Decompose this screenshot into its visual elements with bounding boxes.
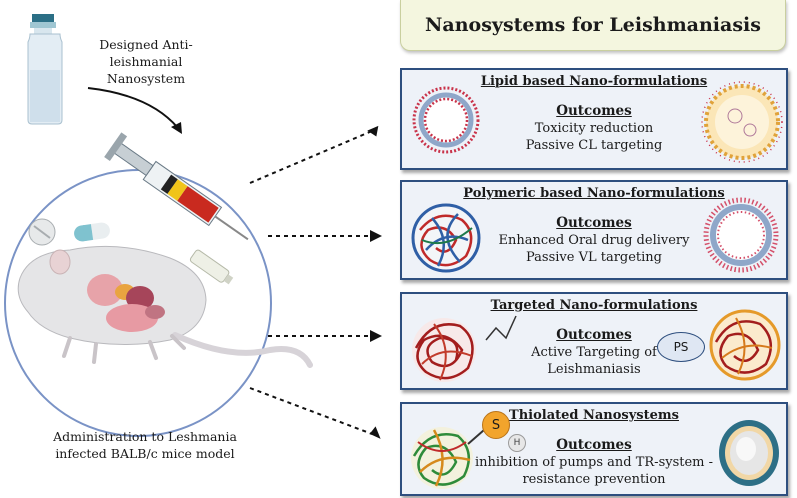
card-title: Targeted Nano-formulations bbox=[490, 298, 698, 313]
solid-lipid-nanoparticle-icon bbox=[701, 81, 783, 163]
card-targeted-nanoformulations: Targeted Nano-formulations Outcomes Acti… bbox=[400, 292, 788, 390]
sulfur-badge: S bbox=[482, 411, 510, 439]
cream-tube-icon bbox=[189, 249, 234, 285]
ps-badge: PS bbox=[657, 332, 705, 362]
thiol-bond-icon bbox=[467, 429, 485, 445]
card-thiolated-nanosystems: Thiolated Nanosystems Outcomes inhibitio… bbox=[400, 402, 788, 496]
targeted-coated-nanoparticle-icon bbox=[709, 309, 781, 381]
core-shell-nanoparticle-icon bbox=[719, 420, 779, 486]
card-outcomes: Outcomes Enhanced Oral drug delivery Pas… bbox=[498, 215, 690, 265]
card-outcomes: Outcomes Toxicity reduction Passive CL t… bbox=[525, 103, 663, 153]
capsule-icon bbox=[74, 222, 110, 242]
curved-arrow-icon bbox=[87, 87, 179, 129]
mouse-icon bbox=[17, 245, 313, 368]
syringe-icon bbox=[104, 132, 249, 241]
dotted-arrow-icon bbox=[249, 130, 373, 435]
card-title: Lipid based Nano-formulations bbox=[480, 74, 708, 89]
thiolated-nanoparticle-icon bbox=[411, 427, 473, 489]
targeted-nanoparticle-icon bbox=[412, 318, 476, 382]
ligand-linker-icon bbox=[485, 315, 517, 341]
card-title: Thiolated Nanosystems bbox=[509, 408, 679, 423]
card-outcomes: Outcomes inhibition of pumps and TR-syst… bbox=[474, 437, 714, 487]
diagram-title: Nanosystems for Leishmaniasis bbox=[400, 0, 786, 51]
card-outcomes: Outcomes Active Targeting of Leishmanias… bbox=[531, 327, 657, 377]
vial-label: Designed Anti-leishmanial Nanosystem bbox=[99, 37, 193, 86]
liposome-icon bbox=[412, 86, 480, 154]
card-lipid-nanoformulations: Lipid based Nano-formulations Outcomes T… bbox=[400, 68, 788, 170]
left-illustration bbox=[4, 14, 382, 439]
mouse-model-label: Administration to Leshmania infected BAL… bbox=[53, 429, 237, 461]
hydrogen-badge: H bbox=[508, 434, 526, 452]
polymeric-nanoparticle-icon bbox=[411, 203, 481, 273]
card-title: Polymeric based Nano-formulations bbox=[463, 186, 725, 201]
card-polymeric-nanoformulations: Polymeric based Nano-formulations Outcom… bbox=[400, 180, 788, 280]
polymersome-icon bbox=[703, 197, 779, 273]
vial-icon bbox=[27, 14, 63, 125]
